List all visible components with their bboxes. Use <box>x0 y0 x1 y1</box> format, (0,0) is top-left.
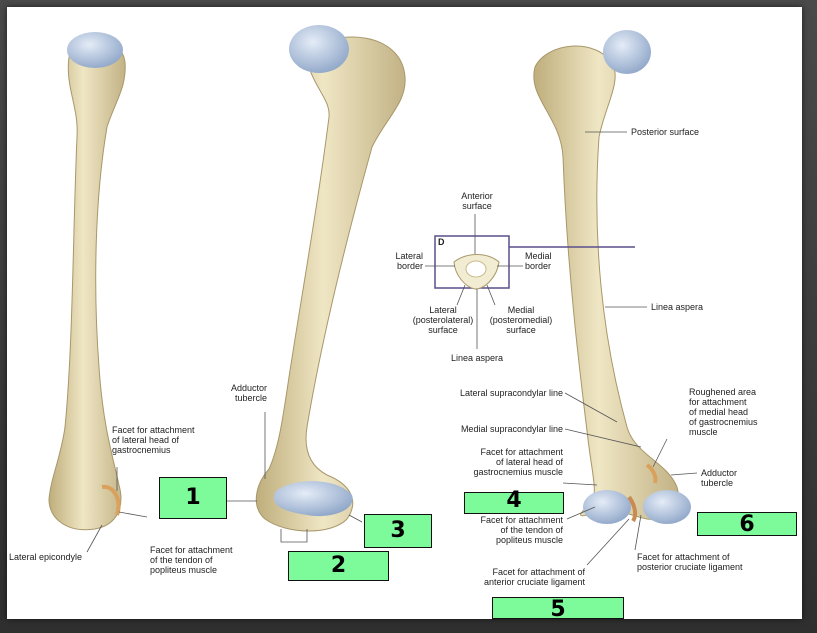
label-linea-aspera: Linea aspera <box>651 302 704 312</box>
label-medial-supracondylar-line: Medial supracondylar line <box>460 424 563 434</box>
answer-box-5[interactable]: 5 <box>492 597 624 619</box>
cross-section-inset <box>434 235 635 290</box>
label-facet-posterior-cruciate: Facet for attachment of posterior crucia… <box>637 552 743 572</box>
label-roughened-area: Roughened area for attachment of medial … <box>689 387 758 437</box>
label-facet-anterior-cruciate: Facet for attachment of anterior cruciat… <box>483 567 585 587</box>
answer-box-4[interactable]: 4 <box>464 490 564 514</box>
label-facet-lateral-head-left: Facet for attachment of lateral head of … <box>112 425 195 455</box>
label-facet-lateral-head-right: Facet for attachment of lateral head of … <box>473 447 563 477</box>
answer-box-2[interactable]: 2 <box>288 551 389 581</box>
answer-box-6[interactable]: 6 <box>697 512 797 537</box>
label-facet-popliteus-right: Facet for attachment of the tendon of po… <box>480 515 563 545</box>
inset-letter: D <box>438 237 445 247</box>
label-lateral-epicondyle: Lateral epicondyle <box>9 552 83 562</box>
label-lateral-border: Lateral border <box>395 251 423 271</box>
femur-lateral-view <box>48 32 126 531</box>
label-linea-aspera-inset: Linea aspera <box>450 353 504 363</box>
label-anterior-surface: Anterior surface <box>461 191 493 211</box>
label-medial-posteromedial-surface: Medial (posteromedial) surface <box>489 305 553 335</box>
label-adductor-tubercle-right: Adductor tubercle <box>701 468 738 488</box>
label-adductor-tubercle-middle: Adductor tubercle <box>230 383 267 403</box>
femur-middle-view <box>255 25 406 532</box>
label-posterior-surface: Posterior surface <box>631 127 700 137</box>
label-medial-border: Medial border <box>525 251 552 271</box>
femur-posterior-view <box>533 30 691 524</box>
label-facet-popliteus-left: Facet for attachment of the tendon of po… <box>150 545 233 575</box>
answer-box-1[interactable]: 1 <box>159 477 227 519</box>
diagram-canvas: Adductor tubercle Facet for attachment o… <box>7 7 802 619</box>
label-lateral-posterolateral-surface: Lateral (posterolateral) surface <box>412 305 474 335</box>
label-lateral-supracondylar-line: Lateral supracondylar line <box>459 388 563 398</box>
leader-lines <box>86 131 698 566</box>
femur-illustration <box>48 25 698 566</box>
answer-box-3[interactable]: 3 <box>364 514 432 548</box>
